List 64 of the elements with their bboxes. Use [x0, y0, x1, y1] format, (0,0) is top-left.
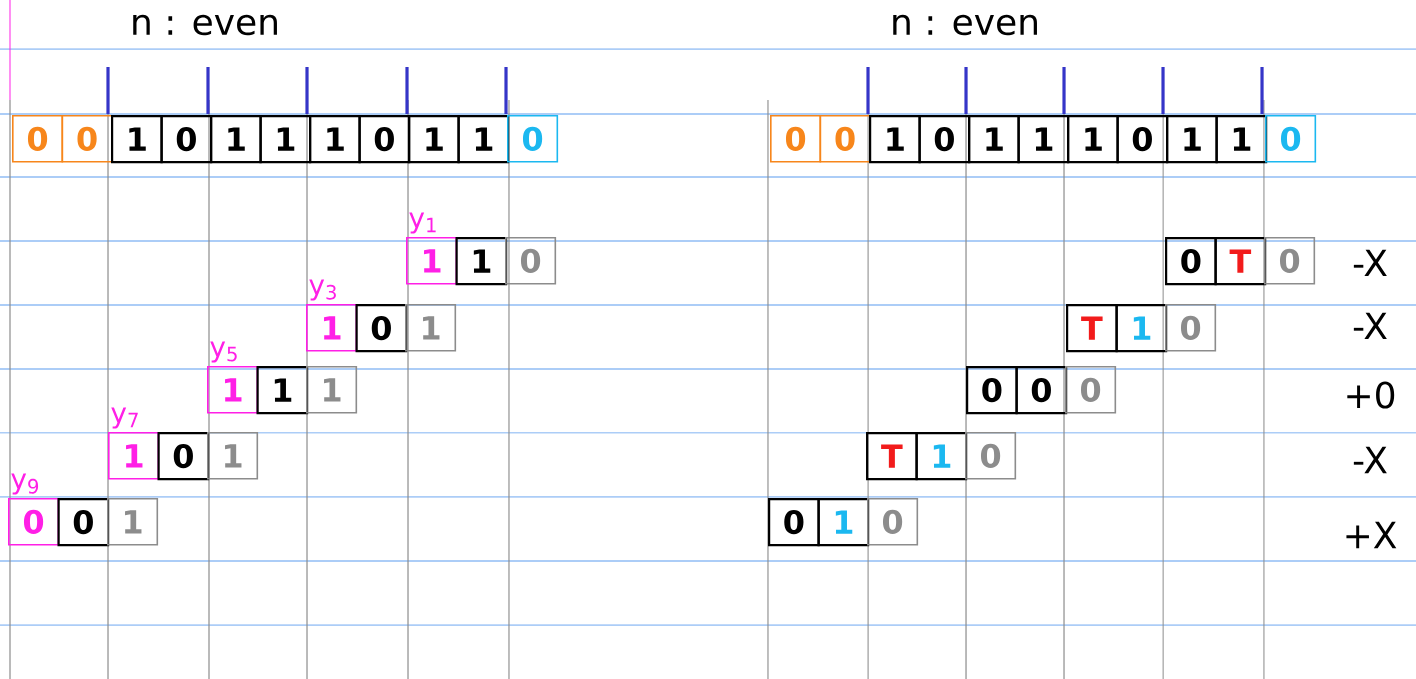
operation-label: -X [1353, 446, 1387, 474]
bit-cell: 0 [1015, 366, 1068, 415]
cell-label: y$_{5}$ [210, 341, 237, 363]
bit-cell: 1 [1017, 115, 1070, 164]
bit-cell: T [866, 432, 918, 481]
operation-label: -X [1353, 312, 1387, 340]
bit-cell: 0 [57, 498, 110, 547]
bit-cell: 0 [61, 115, 113, 163]
bit-cell: 1 [455, 237, 508, 286]
bit-cell: 1 [309, 115, 361, 164]
bit-cell: 0 [355, 304, 408, 353]
bit-cell: 1 [210, 115, 262, 164]
bit-cell: 1 [817, 498, 870, 547]
bit-cell: 0 [358, 115, 411, 164]
bit-cell: 0 [8, 498, 60, 546]
bit-cell: 1 [457, 115, 510, 164]
bit-cell: 1 [108, 432, 160, 480]
bit-cell: 0 [768, 498, 820, 547]
cell-label: y$_{7}$ [111, 407, 138, 429]
cell-label: y$_{9}$ [11, 473, 39, 495]
bit-cell: 1 [207, 366, 259, 414]
bit-cell: 1 [869, 115, 921, 164]
operation-label: +0 [1347, 381, 1395, 409]
bit-cell: 0 [157, 432, 210, 481]
bit-cell: 1 [915, 432, 968, 481]
operation-label: -X [1353, 249, 1387, 277]
bit-cell: 1 [1166, 115, 1218, 164]
bit-cell: 0 [1165, 304, 1217, 352]
bit-cell: 1 [1067, 115, 1119, 164]
bit-cell: 1 [107, 498, 159, 546]
bit-cell: 0 [1165, 237, 1217, 286]
bit-cell: 0 [507, 115, 559, 163]
bit-cell: 0 [12, 115, 64, 163]
bit-cell: 1 [306, 304, 358, 352]
bit-cell: 0 [819, 115, 871, 163]
bit-cell: 0 [160, 115, 213, 164]
bit-cell: 1 [1115, 304, 1168, 353]
bit-cell: 0 [1116, 115, 1169, 164]
operation-label: +X [1346, 521, 1397, 549]
bit-cell: 1 [405, 304, 457, 352]
bit-cell: 0 [918, 115, 971, 164]
bit-cell: 0 [770, 115, 822, 163]
bit-cell: 0 [1265, 115, 1317, 163]
bit-cell: 1 [406, 237, 458, 285]
bit-cell: 1 [1215, 115, 1268, 164]
bit-cell: 1 [968, 115, 1020, 164]
bit-cell: 0 [965, 432, 1017, 480]
bit-cell: 1 [256, 366, 309, 415]
bit-cell: 1 [111, 115, 163, 164]
heading: n : even [133, 14, 277, 36]
bit-cell: 0 [867, 498, 919, 546]
bit-cell: 0 [1065, 366, 1117, 414]
bit-cell: T [1066, 304, 1118, 353]
bit-cell: 1 [207, 432, 259, 480]
bit-cell: 1 [259, 115, 312, 164]
heading: n : even [893, 14, 1037, 36]
bit-cell: 0 [966, 366, 1018, 415]
bit-cell: 1 [408, 115, 460, 164]
cell-label: y$_{1}$ [409, 212, 436, 234]
bit-cell: 1 [306, 366, 358, 414]
bit-cell: T [1214, 237, 1267, 286]
cell-label: y$_{3}$ [309, 279, 336, 301]
bit-cell: 0 [1264, 237, 1316, 285]
bit-cell: 0 [505, 237, 557, 285]
